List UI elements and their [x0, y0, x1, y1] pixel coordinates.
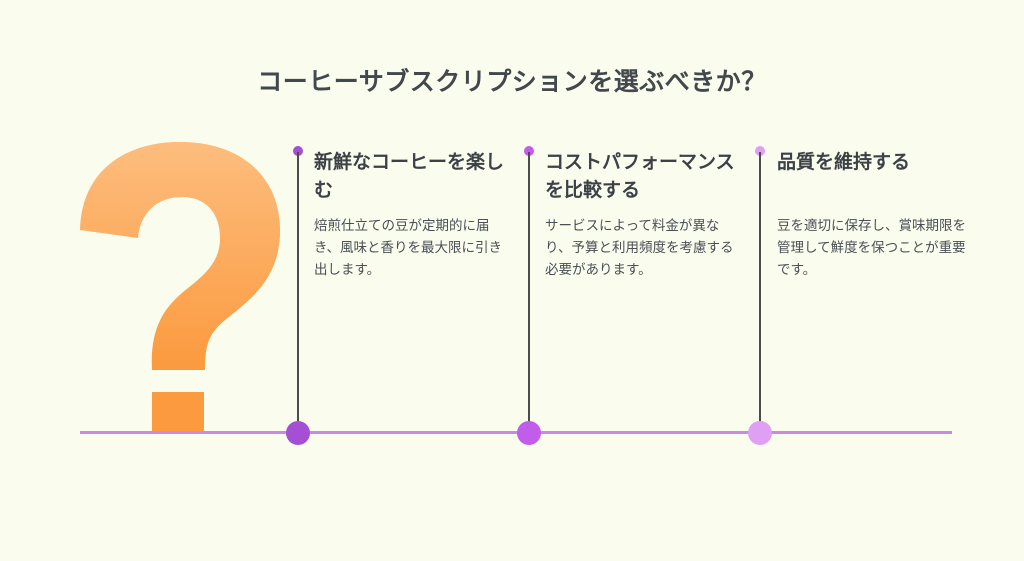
point-1-heading: 新鮮なコーヒーを楽しむ [314, 151, 505, 201]
point-3-top-marker [755, 146, 765, 156]
point-1-marker [286, 421, 310, 445]
point-2-heading: コストパフォーマンスを比較する [545, 151, 735, 201]
point-3-stem [759, 152, 761, 432]
question-mark-icon [80, 141, 281, 432]
point-2-stem [528, 152, 530, 432]
point-1-top-marker [293, 146, 303, 156]
page-title: コーヒーサブスクリプションを選ぶべきか？ [257, 67, 767, 96]
point-2-marker [517, 421, 541, 445]
point-2-top-marker [524, 146, 534, 156]
point-1-description: 焙煎仕立ての豆が定期的に届き、風味と香りを最大限に引き出します。 [314, 218, 503, 278]
point-2-description: サービスによって料金が異なり、予算と利用頻度を考慮する必要があります。 [545, 218, 734, 278]
point-3-description: 豆を適切に保存し、賞味期限を管理して鮮度を保つことが重要です。 [777, 218, 966, 278]
timeline-axis [80, 431, 952, 434]
point-3-heading: 品質を維持する [777, 151, 911, 173]
point-1-stem [297, 152, 299, 432]
point-3-marker [748, 421, 772, 445]
